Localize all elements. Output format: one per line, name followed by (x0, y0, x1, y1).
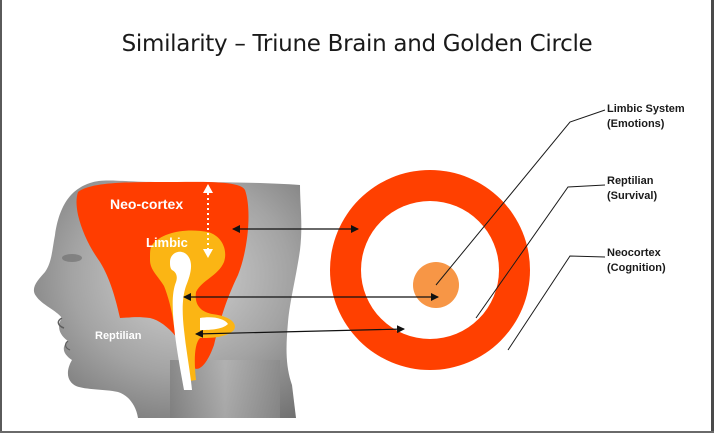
limbic-system-label: Limbic System (Emotions) (607, 102, 685, 132)
frame-bottom-border (0, 431, 714, 433)
leader-line-limbic (435, 109, 606, 286)
leader-line-reptilian (475, 184, 606, 319)
reptilian-head-label: Reptilian (95, 330, 142, 342)
frame-left-border (0, 0, 2, 433)
arrow-reptilian-to-middle (195, 325, 405, 338)
reptilian-circle-label: Reptilian (Survival) (607, 174, 657, 204)
reptilian-circle-label-line1: Reptilian (607, 175, 654, 187)
limbic-system-label-line1: Limbic System (607, 103, 685, 115)
neocortex-circle-label: Neocortex (Cognition) (607, 246, 666, 276)
neocortex-circle-label-line2: (Cognition) (607, 262, 666, 274)
neocortex-circle-label-line1: Neocortex (607, 247, 661, 259)
limbic-head-label: Limbic (146, 235, 188, 250)
limbic-system-label-line2: (Emotions) (607, 118, 665, 130)
slide-title: Similarity – Triune Brain and Golden Cir… (121, 31, 593, 57)
frame-right-border (711, 0, 714, 433)
leader-line-neocortex (507, 255, 606, 351)
brainstem-white (170, 251, 192, 390)
reptilian-circle-label-line2: (Survival) (607, 190, 658, 202)
neocortex-head-label: Neo-cortex (110, 196, 183, 212)
